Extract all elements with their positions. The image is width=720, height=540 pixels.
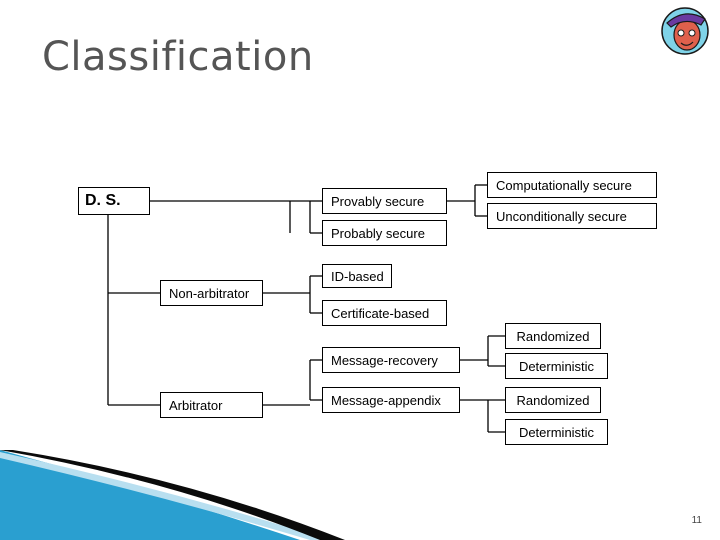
slide-title: Classification [42, 34, 314, 80]
node-id-based: ID-based [322, 264, 392, 288]
page-number: 11 [691, 515, 702, 526]
node-arbitrator: Arbitrator [160, 392, 263, 418]
node-provably-secure: Provably secure [322, 188, 447, 214]
node-randomized-appendix: Randomized [505, 387, 601, 413]
node-computationally-secure: Computationally secure [487, 172, 657, 198]
node-randomized-recovery: Randomized [505, 323, 601, 349]
node-deterministic-recovery: Deterministic [505, 353, 608, 379]
root-node-ds: D. S. [78, 187, 150, 215]
node-message-recovery: Message-recovery [322, 347, 460, 373]
node-deterministic-appendix: Deterministic [505, 419, 608, 445]
node-non-arbitrator: Non-arbitrator [160, 280, 263, 306]
node-unconditionally-secure: Unconditionally secure [487, 203, 657, 229]
node-certificate-based: Certificate-based [322, 300, 447, 326]
cartoon-face-icon [661, 7, 709, 55]
node-probably-secure: Probably secure [322, 220, 447, 246]
decorative-swoosh [0, 450, 345, 540]
node-message-appendix: Message-appendix [322, 387, 460, 413]
